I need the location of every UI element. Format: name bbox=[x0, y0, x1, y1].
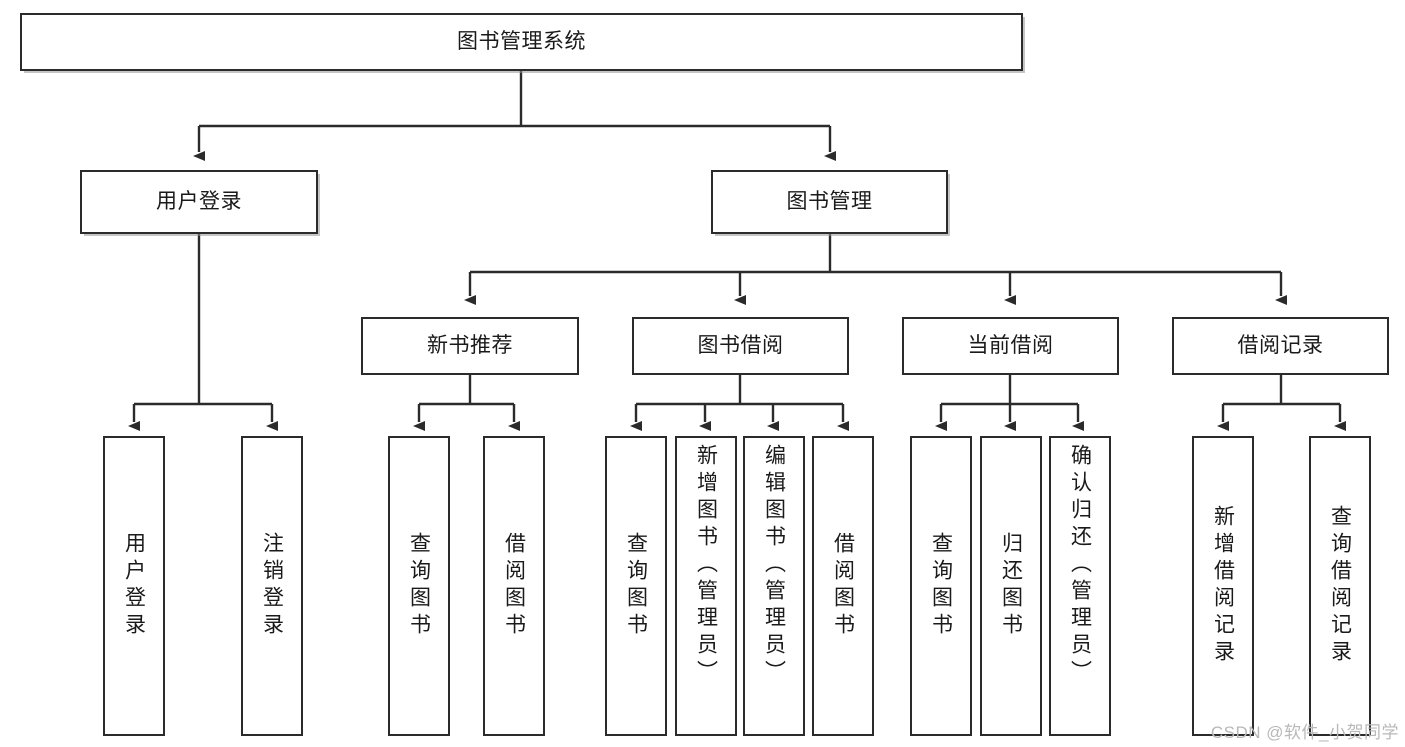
leaf-text-wrap: 归还图书 bbox=[982, 438, 1040, 734]
node-borrow-record[interactable]: 借阅记录 bbox=[1172, 317, 1389, 375]
leaf-logout[interactable]: 注销登录 bbox=[241, 436, 303, 736]
node-label: 当前借阅 bbox=[967, 334, 1054, 358]
node-label: 图书管理 bbox=[786, 190, 873, 214]
leaf-text-wrap: 查询图书 bbox=[607, 438, 665, 734]
node-label: 新书推荐 bbox=[427, 334, 513, 358]
leaf-borrow-book-1[interactable]: 借阅图书 bbox=[483, 436, 545, 736]
node-label: 用户登录 bbox=[122, 532, 146, 640]
edge-group-borrow-record bbox=[1217, 375, 1346, 431]
node-label: 借阅记录 bbox=[1237, 334, 1324, 358]
leaf-confirm-return-admin[interactable]: 确认归还（管理员） bbox=[1049, 436, 1111, 736]
leaf-text-wrap: 查询图书 bbox=[912, 438, 970, 734]
leaf-add-book-admin[interactable]: 新增图书（管理员） bbox=[675, 436, 737, 736]
leaf-text-wrap: 借阅图书 bbox=[814, 438, 872, 734]
csdn-watermark: CSDN @软件_小贺同学 bbox=[1210, 723, 1399, 742]
edge-group-new-book-rec bbox=[413, 375, 520, 431]
node-label: 借阅图书 bbox=[502, 532, 526, 640]
node-label: 查询借阅记录 bbox=[1328, 505, 1352, 667]
node-user-login[interactable]: 用户登录 bbox=[80, 170, 318, 234]
leaf-query-borrow-record[interactable]: 查询借阅记录 bbox=[1309, 436, 1371, 736]
node-label: 归还图书 bbox=[999, 532, 1023, 640]
node-label: 图书管理系统 bbox=[457, 30, 586, 54]
leaf-text-wrap: 借阅图书 bbox=[485, 438, 543, 734]
leaf-text-wrap: 新增借阅记录 bbox=[1194, 438, 1252, 734]
node-label: 确认归还（管理员） bbox=[1068, 444, 1092, 687]
node-label: 新增借阅记录 bbox=[1211, 505, 1235, 667]
leaf-edit-book-admin[interactable]: 编辑图书（管理员） bbox=[743, 436, 805, 736]
node-label: 注销登录 bbox=[260, 532, 284, 640]
edge-group-user-login bbox=[128, 234, 278, 431]
node-root-system[interactable]: 图书管理系统 bbox=[20, 13, 1023, 71]
node-new-book-recommend[interactable]: 新书推荐 bbox=[361, 317, 579, 375]
leaf-query-book-1[interactable]: 查询图书 bbox=[388, 436, 450, 736]
node-book-borrow[interactable]: 图书借阅 bbox=[632, 317, 849, 375]
edge-group-root bbox=[193, 71, 836, 161]
node-label: 查询图书 bbox=[929, 532, 953, 640]
leaf-borrow-book-2[interactable]: 借阅图书 bbox=[812, 436, 874, 736]
node-label: 新增图书（管理员） bbox=[694, 444, 718, 687]
leaf-query-book-2[interactable]: 查询图书 bbox=[605, 436, 667, 736]
node-label: 查询图书 bbox=[624, 532, 648, 640]
leaf-text-wrap: 查询借阅记录 bbox=[1311, 438, 1369, 734]
node-label: 编辑图书（管理员） bbox=[762, 444, 786, 687]
leaf-add-borrow-record[interactable]: 新增借阅记录 bbox=[1192, 436, 1254, 736]
leaf-text-wrap: 确认归还（管理员） bbox=[1051, 438, 1109, 734]
leaf-text-wrap: 编辑图书（管理员） bbox=[745, 438, 803, 734]
leaf-user-login[interactable]: 用户登录 bbox=[103, 436, 165, 736]
edge-group-book-manage bbox=[464, 234, 1287, 305]
node-label: 用户登录 bbox=[156, 190, 242, 214]
leaf-text-wrap: 用户登录 bbox=[105, 438, 163, 734]
leaf-return-book[interactable]: 归还图书 bbox=[980, 436, 1042, 736]
node-label: 借阅图书 bbox=[831, 532, 855, 640]
node-label: 图书借阅 bbox=[697, 334, 784, 358]
node-book-manage[interactable]: 图书管理 bbox=[711, 170, 948, 234]
node-current-borrow[interactable]: 当前借阅 bbox=[902, 317, 1119, 375]
leaf-text-wrap: 新增图书（管理员） bbox=[677, 438, 735, 734]
leaf-query-book-3[interactable]: 查询图书 bbox=[910, 436, 972, 736]
node-label: 查询图书 bbox=[407, 532, 431, 640]
leaf-text-wrap: 查询图书 bbox=[390, 438, 448, 734]
edge-group-current-borrow bbox=[935, 375, 1084, 431]
edge-group-book-borrow bbox=[630, 375, 849, 431]
leaf-text-wrap: 注销登录 bbox=[243, 438, 301, 734]
